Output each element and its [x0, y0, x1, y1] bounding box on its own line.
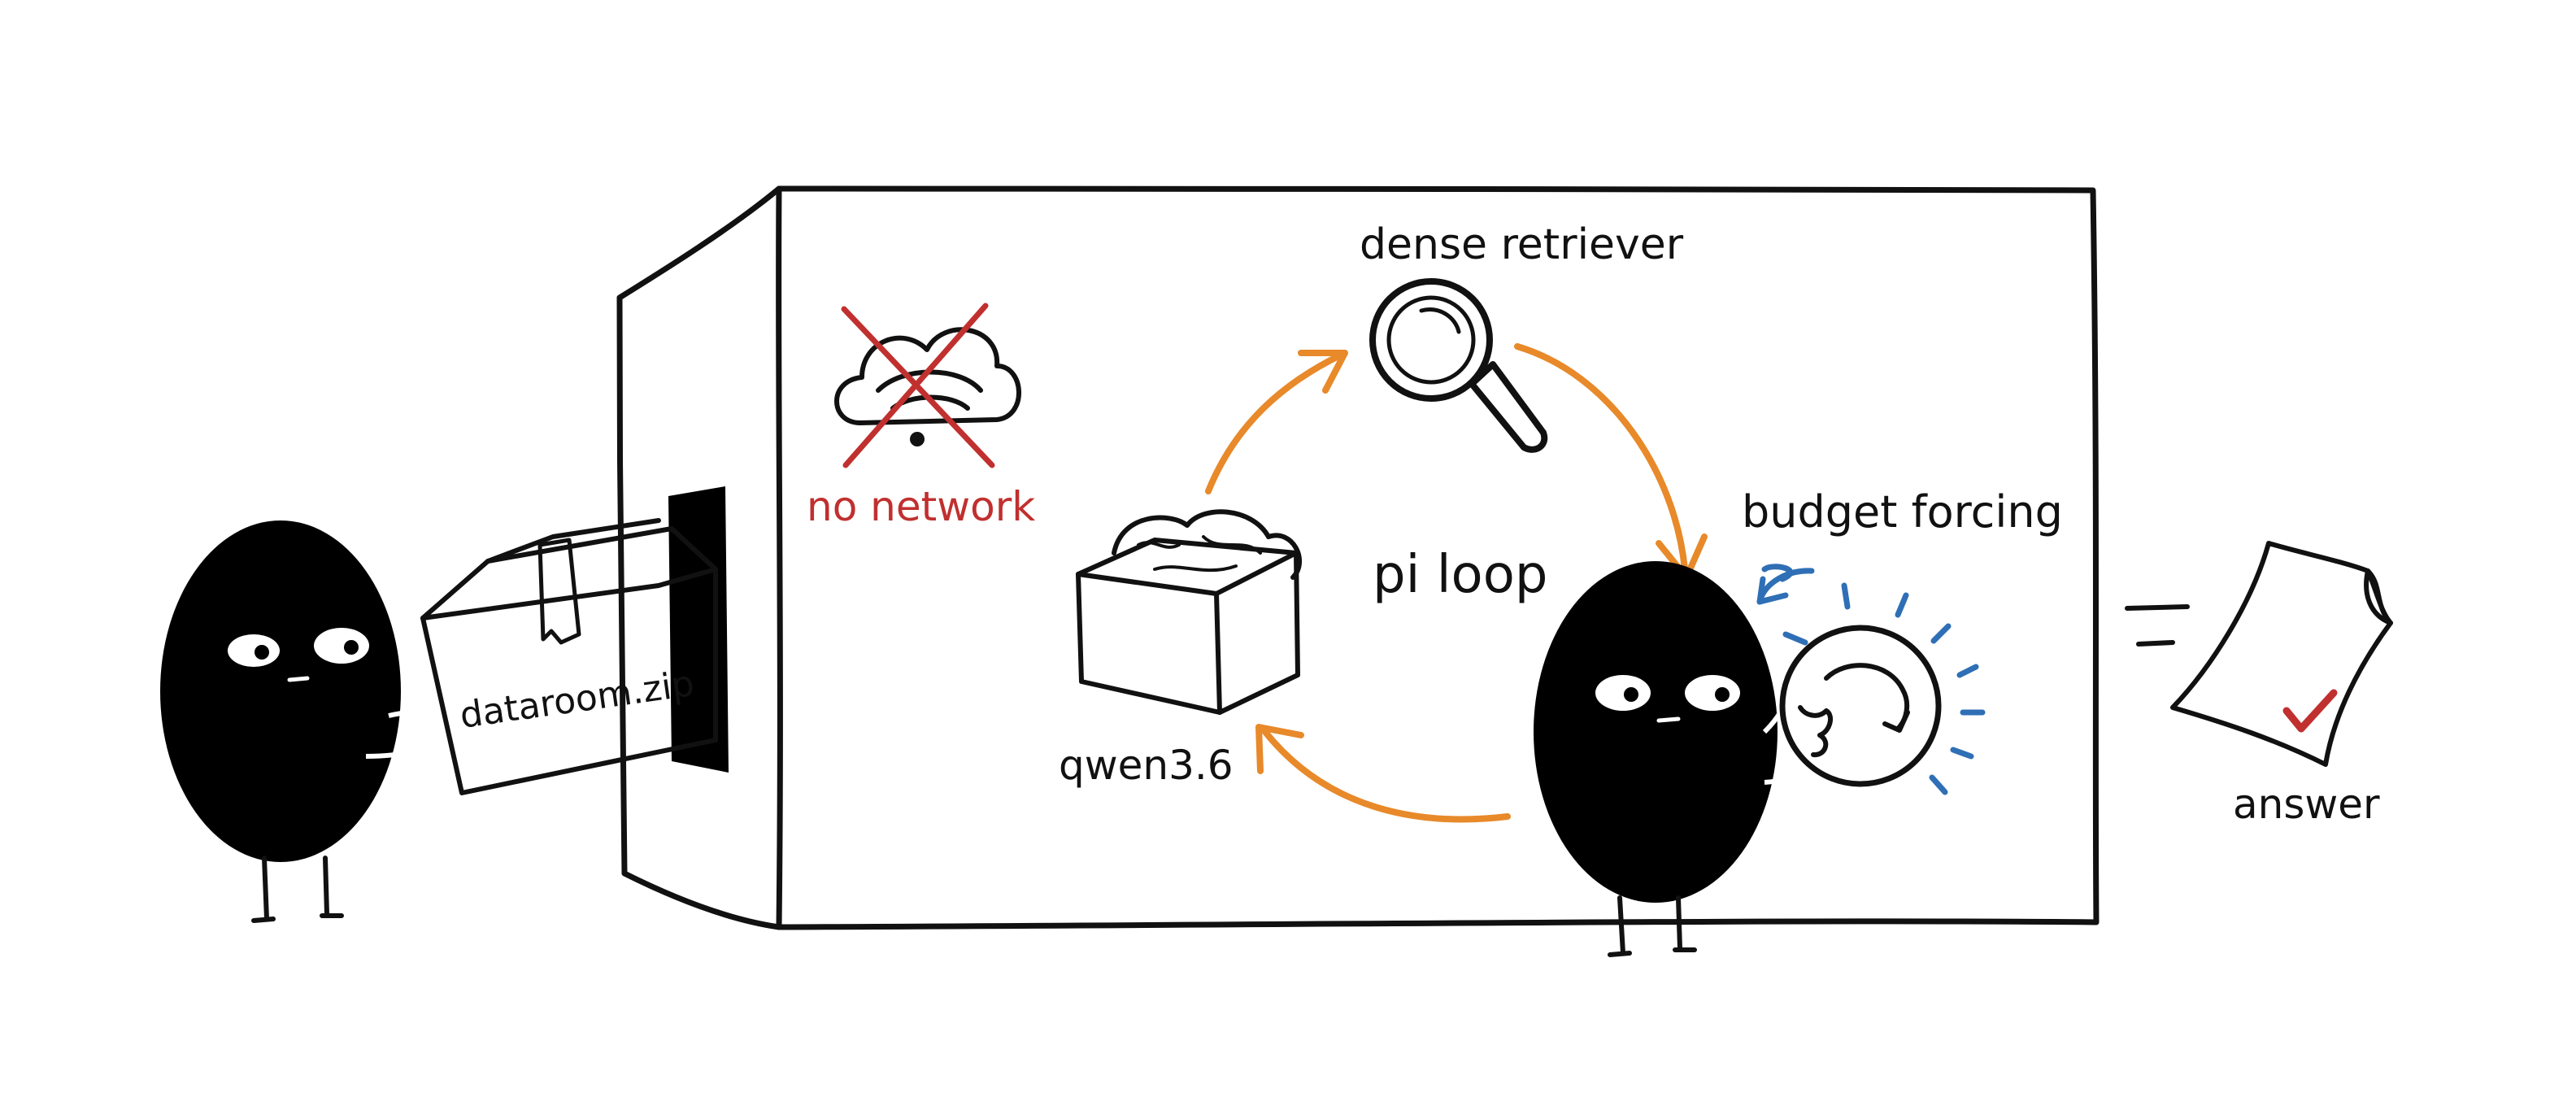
input-slot: [668, 486, 729, 773]
model-label: qwen3.6: [1059, 742, 1234, 789]
arrow-agent-to-brain: [1262, 729, 1511, 823]
answer-label: answer: [2233, 781, 2380, 828]
arrow-brain-to-retriever: [1205, 351, 1345, 494]
sandbox-container: [616, 185, 2100, 930]
budget-forcing-label: budget forcing: [1742, 486, 2063, 538]
creature-left: [160, 520, 461, 923]
brain-box-icon: [1076, 509, 1303, 715]
timer-icon: [1779, 625, 1942, 787]
zip-label: dataroom.zip: [457, 663, 696, 737]
magnifier-icon: [1369, 278, 1548, 453]
pi-loop-label: pi loop: [1373, 545, 1547, 605]
loop-arrows: [1205, 343, 1708, 823]
dense-retriever-label: dense retriever: [1360, 220, 1684, 269]
output-dashes: [2125, 604, 2190, 647]
document-icon: [2170, 541, 2393, 767]
budget-rays: [1782, 582, 1986, 795]
arrow-retriever-to-agent: [1514, 343, 1688, 573]
no-network-label: no network: [807, 483, 1035, 530]
budget-blue-arrow: [1756, 564, 1815, 605]
creature-right: [1534, 561, 1840, 957]
checkmark-icon: [2282, 689, 2338, 733]
no-wifi-cloud-icon: [834, 303, 1021, 468]
